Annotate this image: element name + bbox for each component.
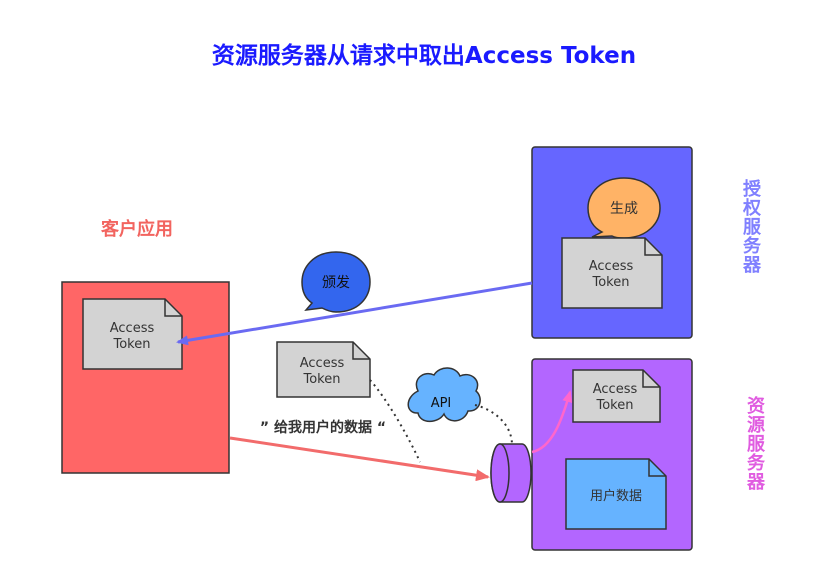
auth-token-text-2: Token <box>592 275 630 290</box>
extract-token-arrow <box>531 390 573 454</box>
resource-server-label: 资源服务器 <box>746 395 766 493</box>
user-data-doc: 用户数据 <box>565 458 667 530</box>
client-token-text-1: Access <box>110 321 155 336</box>
client-token-doc: Access Token <box>82 298 183 370</box>
generate-bubble: 生成 <box>587 177 661 239</box>
issue-arrow <box>176 281 533 346</box>
token-dotted-link <box>369 379 421 463</box>
auth-server-label: 授权服务器 <box>742 178 762 276</box>
generate-bubble-text: 生成 <box>610 201 638 217</box>
request-token-doc: Access Token <box>276 341 371 398</box>
resource-token-text-2: Token <box>596 398 634 413</box>
request-token-text-2: Token <box>303 372 341 387</box>
client-label: 客户应用 <box>101 218 173 240</box>
issue-bubble: 颁发 <box>301 251 371 313</box>
api-cloud: API <box>407 367 481 423</box>
user-data-text: 用户数据 <box>590 488 642 504</box>
request-quote: ” 给我用户的数据 “ <box>260 419 386 436</box>
api-cloud-text: API <box>431 396 452 411</box>
api-dotted-link <box>474 404 513 446</box>
issue-bubble-text: 颁发 <box>322 275 350 291</box>
request-arrow <box>229 436 490 482</box>
api-endpoint-cylinder <box>490 443 532 503</box>
auth-token-text-1: Access <box>589 259 634 274</box>
client-token-text-2: Token <box>113 337 151 352</box>
auth-token-doc: Access Token <box>561 237 663 309</box>
resource-token-doc: Access Token <box>572 369 661 423</box>
diagram-title: 资源服务器从请求中取出Access Token <box>212 43 636 69</box>
request-token-text-1: Access <box>300 356 345 371</box>
resource-token-text-1: Access <box>593 382 638 397</box>
